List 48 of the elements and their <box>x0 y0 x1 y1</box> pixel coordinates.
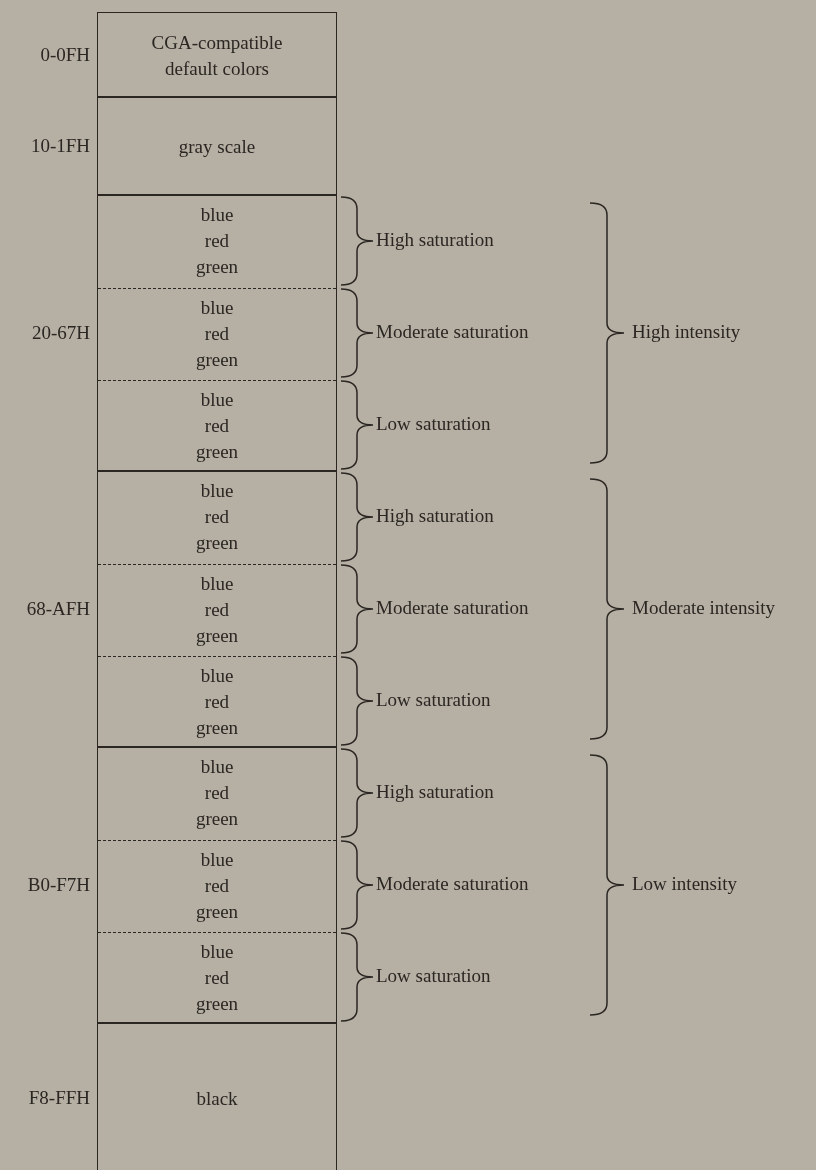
color-name: blue <box>199 479 235 503</box>
color-name: green <box>194 440 240 464</box>
color-name: green <box>194 255 240 279</box>
saturation-label: Moderate saturation <box>376 321 529 343</box>
saturation-label: Low saturation <box>376 965 491 987</box>
color-name: red <box>203 781 231 805</box>
block-label: CGA-compatible default colors <box>150 30 284 81</box>
color-name: red <box>203 598 231 622</box>
color-name: red <box>203 414 231 438</box>
color-name: blue <box>199 755 235 779</box>
address-range: 0-0FH <box>40 43 90 66</box>
saturation-label: High saturation <box>376 505 494 527</box>
address-range: B0-F7H <box>27 874 90 896</box>
color-name: blue <box>199 388 235 412</box>
color-name: green <box>194 807 240 831</box>
address-range: 68-AFH <box>26 598 90 620</box>
intensity-label: Moderate intensity <box>632 597 775 619</box>
color-name: red <box>203 229 231 253</box>
block-label: gray scale <box>177 135 257 159</box>
color-name: green <box>194 531 240 555</box>
color-name: red <box>203 966 231 990</box>
color-name: blue <box>199 848 235 872</box>
saturation-label: Low saturation <box>376 413 491 435</box>
color-name: green <box>194 716 240 740</box>
color-name: green <box>194 624 240 648</box>
color-name: blue <box>199 940 235 964</box>
address-range: F8-FFH <box>28 1087 90 1109</box>
color-name: green <box>194 348 240 372</box>
saturation-label: Moderate saturation <box>376 597 529 619</box>
color-name: red <box>203 874 231 898</box>
color-name: green <box>194 992 240 1016</box>
address-range: 20-67H <box>31 322 90 344</box>
saturation-label: Low saturation <box>376 689 491 711</box>
block-label: black <box>195 1087 239 1111</box>
address-range: 10-1FH <box>30 135 90 157</box>
saturation-label: High saturation <box>376 229 494 251</box>
color-name: red <box>203 690 231 714</box>
color-name: red <box>203 505 231 529</box>
intensity-label: High intensity <box>632 321 741 343</box>
color-name: green <box>194 900 240 924</box>
color-name: blue <box>199 664 235 688</box>
saturation-label: Moderate saturation <box>376 873 529 895</box>
intensity-label: Low intensity <box>632 873 738 895</box>
color-name: blue <box>199 572 235 596</box>
color-name: red <box>203 322 231 346</box>
color-name: blue <box>199 203 235 227</box>
saturation-label: High saturation <box>376 781 494 803</box>
color-name: blue <box>199 296 235 320</box>
